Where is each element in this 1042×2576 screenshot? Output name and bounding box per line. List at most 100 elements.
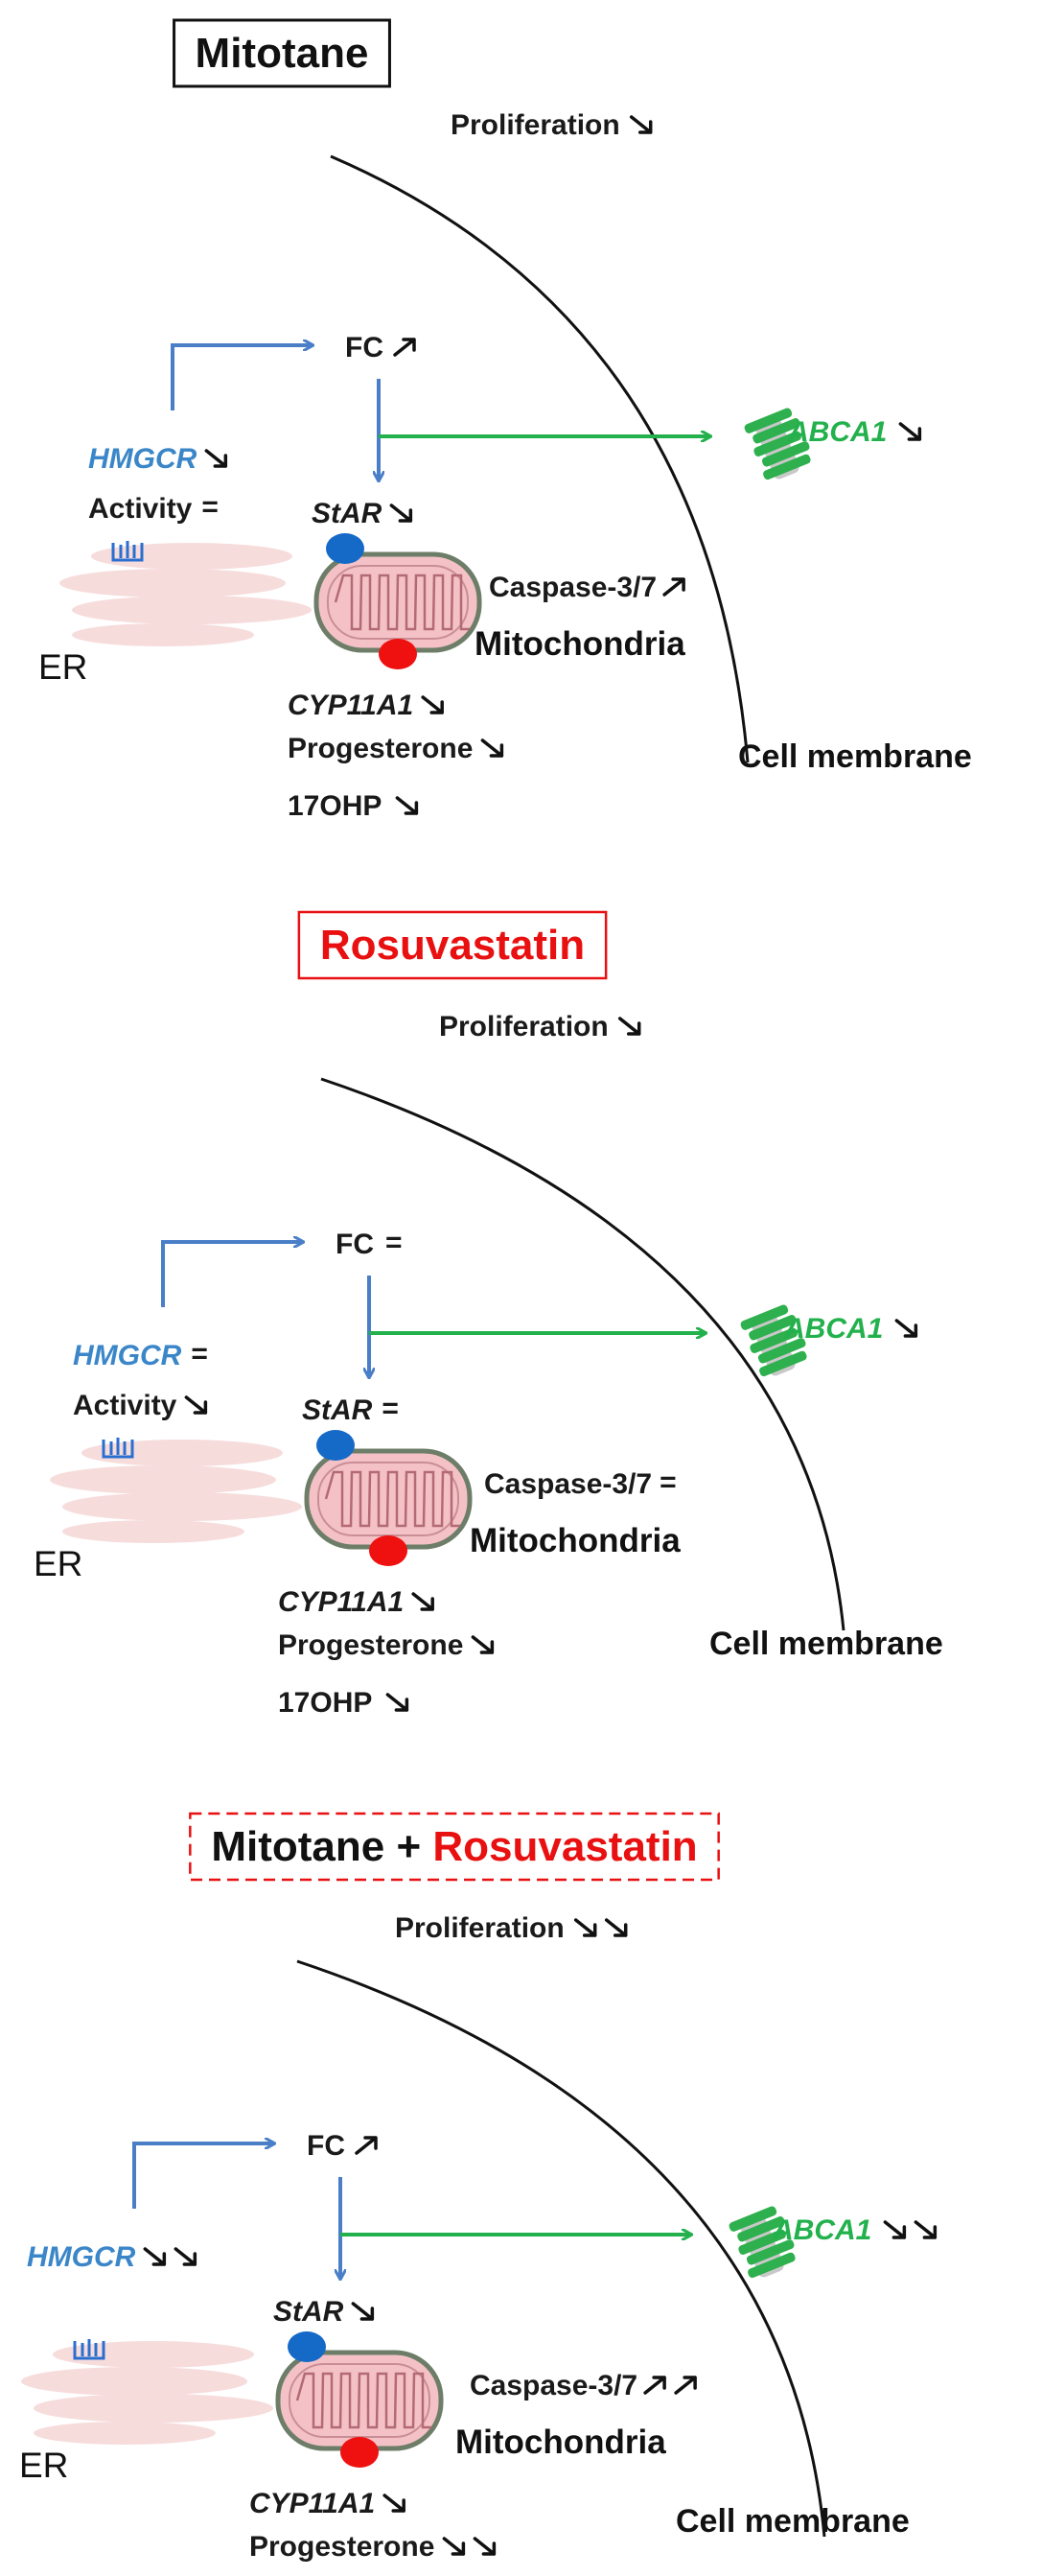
trend-down-icon [204, 449, 228, 468]
ohp-label: 17OHP [278, 1687, 372, 1719]
trend-down-icon [395, 796, 419, 815]
panel-title-text: Mitotane + Rosuvastatin [211, 1823, 697, 1870]
hmgcr-trend: = [191, 1338, 208, 1370]
trend-down-icon [604, 1918, 628, 1937]
hmgcr-label: HMGCR [88, 443, 197, 475]
trend-up-icon [674, 2376, 697, 2395]
trend-down-icon [883, 2220, 907, 2239]
trend-down-icon [480, 738, 504, 758]
panel-title-text: Rosuvastatin [320, 922, 585, 969]
activity-trend: = [201, 491, 219, 523]
proliferation-trend [573, 1918, 628, 1937]
ohp-label: 17OHP [288, 790, 382, 822]
trend-down-icon [573, 1918, 597, 1937]
proliferation-trend [617, 1017, 641, 1036]
mitochondrion-icon [313, 551, 482, 653]
cell-membrane-arc [296, 1959, 826, 2538]
trend-down-icon [389, 503, 413, 523]
trend-down-icon [174, 2247, 197, 2266]
title-part: Mitotane [196, 30, 369, 77]
star-trend: = [382, 1393, 399, 1424]
trend-down-icon [442, 2537, 466, 2556]
cell-membrane-arc [330, 154, 750, 763]
star-label: StAR [273, 2296, 344, 2328]
trend-equal-icon: = [191, 1338, 208, 1370]
ohp-trend [395, 796, 419, 815]
trend-down-icon [382, 2494, 405, 2513]
star-label: StAR [302, 1394, 373, 1426]
panel-title: Mitotane + Rosuvastatin [189, 1812, 720, 1882]
ohp-trend [385, 1693, 409, 1712]
trend-down-icon [894, 1319, 918, 1338]
abca1-label: ABCA1 [783, 1313, 883, 1345]
trend-up-icon [355, 2136, 378, 2155]
star-trend [351, 2302, 375, 2321]
abca1-transporter-icon [744, 408, 811, 480]
progesterone-label: Progesterone [288, 733, 473, 764]
abca1-label: ABCA1 [787, 416, 887, 448]
trend-down-icon [629, 115, 653, 134]
panel-title-box [173, 18, 391, 88]
cell-membrane-label: Cell membrane [709, 1626, 943, 1662]
abca1-trend [898, 422, 922, 441]
caspase-label: Caspase-3/7 [484, 1468, 652, 1500]
trend-down-icon [143, 2247, 167, 2266]
abca1-trend [894, 1319, 918, 1338]
title-part: Rosuvastatin [320, 922, 585, 969]
endoplasmic-reticulum-icon [59, 541, 312, 646]
trend-down-icon [411, 1592, 434, 1611]
trend-down-icon [617, 1017, 641, 1036]
trend-up-icon [393, 338, 416, 357]
panel-title: Rosuvastatin [297, 910, 608, 980]
fc-label: FC [345, 332, 383, 363]
abca1-transporter-icon [740, 1304, 807, 1377]
cell-membrane-label: Cell membrane [738, 738, 972, 775]
trend-equal-icon: = [385, 1227, 403, 1258]
hmgcr-label: HMGCR [73, 1340, 182, 1371]
title-part: Mitotane [211, 1823, 384, 1870]
endoplasmic-reticulum-icon [21, 2339, 273, 2445]
trend-down-icon [351, 2302, 375, 2321]
trend-down-icon [898, 422, 922, 441]
trend-down-icon [914, 2220, 938, 2239]
hmgcr-trend [143, 2247, 197, 2266]
cyp11a1-trend [421, 695, 444, 714]
er-label: ER [38, 647, 87, 687]
hmgcr-trend [204, 449, 228, 468]
cyp11a1-label: CYP11A1 [249, 2488, 375, 2519]
er-label: ER [19, 2446, 68, 2485]
proliferation-label: Proliferation [439, 1011, 609, 1042]
synthesis-arrow [171, 345, 312, 410]
caspase-label: Caspase-3/7 [489, 572, 657, 603]
endoplasmic-reticulum-icon [50, 1438, 302, 1543]
trend-up-icon [643, 2376, 666, 2395]
trend-down-icon [473, 2537, 497, 2556]
mitochondrion-icon [304, 1448, 473, 1550]
cell-membrane-label: Cell membrane [676, 2503, 910, 2540]
mitochondria-label: Mitochondria [475, 625, 685, 663]
star-protein-icon [316, 1430, 355, 1461]
cyp11a1-label: CYP11A1 [288, 690, 413, 721]
panel-title-text: Mitotane [196, 30, 369, 77]
cyp11a1-trend [382, 2494, 405, 2513]
star-protein-icon [288, 2331, 326, 2362]
proliferation-trend [629, 115, 653, 134]
panel-3: Mitotane + RosuvastatinProliferationCell… [19, 1812, 938, 2563]
panel-title-box [297, 910, 608, 980]
abca1-trend [883, 2220, 938, 2239]
trend-equal-icon: = [201, 491, 219, 523]
synthesis-arrow [132, 2143, 273, 2209]
trend-equal-icon: = [660, 1466, 677, 1498]
synthesis-arrow [161, 1242, 302, 1307]
mitochondria-label: Mitochondria [455, 2424, 666, 2461]
progesterone-label: Progesterone [278, 1629, 463, 1661]
caspase-trend: = [660, 1466, 677, 1498]
trend-down-icon [471, 1635, 495, 1654]
cyp11a1-protein-icon [379, 639, 417, 669]
progesterone-trend [480, 738, 504, 758]
title-part: Rosuvastatin [432, 1823, 697, 1870]
activity-label: Activity [88, 493, 193, 525]
fc-trend: = [385, 1227, 403, 1258]
